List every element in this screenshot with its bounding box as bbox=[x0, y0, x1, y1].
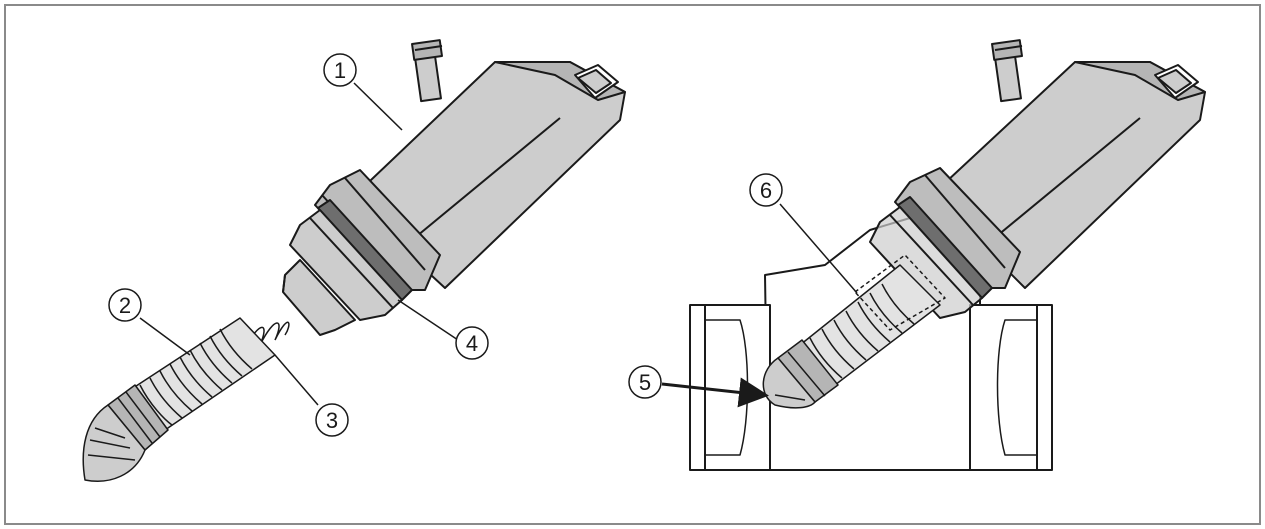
callout-label: 1 bbox=[334, 58, 346, 83]
callout-3: 3 bbox=[315, 403, 349, 437]
sensor-housing bbox=[282, 39, 626, 336]
callouts bbox=[139, 82, 858, 406]
flow-arrow bbox=[661, 377, 769, 408]
callout-label: 4 bbox=[466, 331, 478, 356]
callout-label: 5 bbox=[639, 370, 651, 395]
callout-4: 4 bbox=[455, 326, 489, 360]
callout-6: 6 bbox=[749, 173, 783, 207]
displacer bbox=[82, 317, 276, 482]
assembled-view bbox=[661, 39, 1206, 471]
callout-label: 6 bbox=[760, 178, 772, 203]
callout-5: 5 bbox=[628, 365, 662, 399]
sensor-housing bbox=[869, 39, 1206, 319]
callout-1: 1 bbox=[323, 53, 357, 87]
callout-2: 2 bbox=[108, 288, 142, 322]
callout-label: 3 bbox=[326, 408, 338, 433]
callout-label: 2 bbox=[119, 293, 131, 318]
exploded-view bbox=[82, 39, 626, 482]
displacer-installed bbox=[762, 254, 946, 409]
